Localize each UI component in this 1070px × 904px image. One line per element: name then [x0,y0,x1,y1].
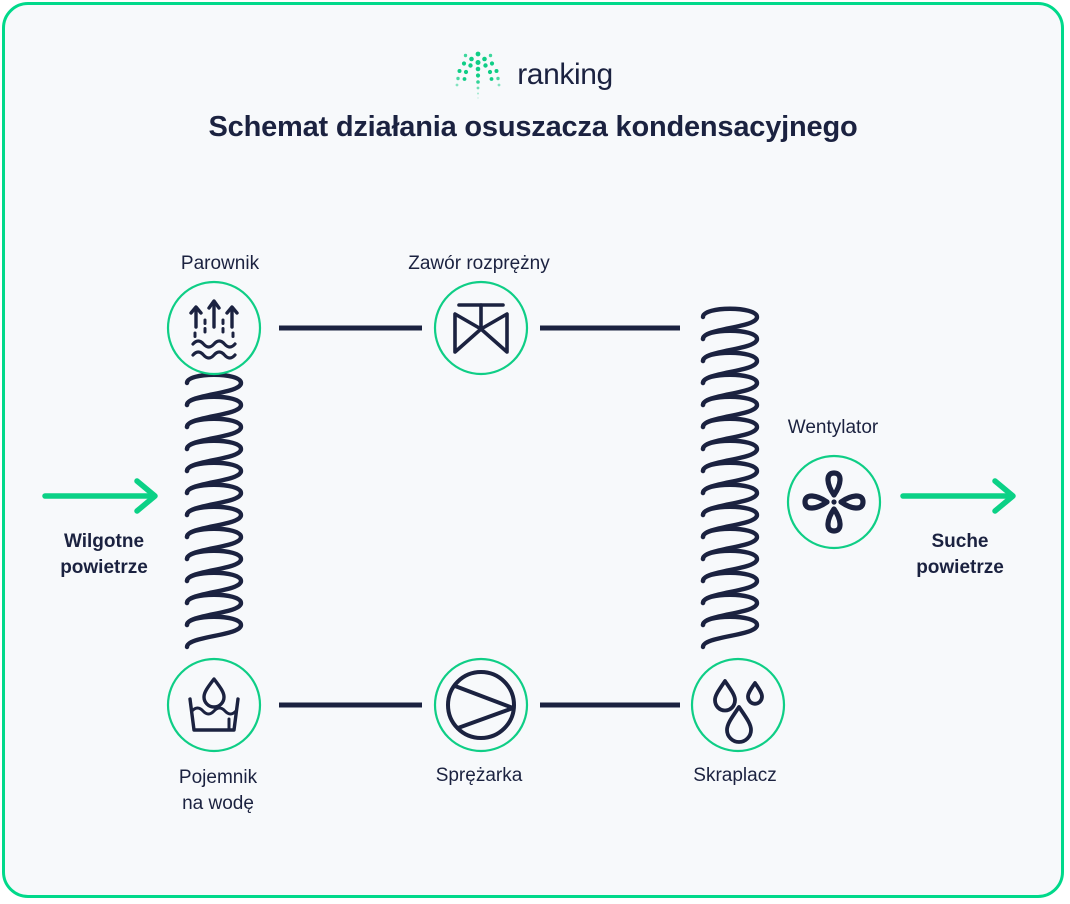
process-diagram: Parownik Zawór rozprężny Wentylator Poje… [5,5,1061,895]
label-inlet-flow: Wilgotne powietrze [60,531,148,578]
node-zawor-rozprezny[interactable] [433,280,529,376]
label-pojemnik: Pojemnik na wodę [178,767,258,814]
expansion-valve-icon [453,303,509,354]
page-title: Schemat działania osuszacza kondensacyjn… [208,111,858,143]
compressor-icon [446,670,516,740]
label-wentylator: Wentylator [787,417,879,438]
evaporator-icon [189,299,239,360]
label-skraplacz: Skraplacz [693,765,777,786]
inlet-arrow-icon [42,478,158,514]
label-zawor: Zawór rozprężny [408,253,550,274]
label-outlet-flow: Suche powietrze [916,531,1004,578]
label-parownik: Parownik [180,253,260,274]
node-parownik[interactable] [166,280,262,376]
label-sprezarka: Sprężarka [435,765,523,786]
node-ring [166,657,262,753]
fan-icon [802,470,866,534]
coil-left [187,375,241,647]
node-wentylator[interactable] [786,454,882,550]
node-pojemnik-na-wode[interactable] [166,657,262,753]
node-ring [690,657,786,753]
water-container-icon [188,677,240,732]
outlet-arrow-icon [900,478,1016,514]
ranking-dots-fan-icon [455,51,501,99]
node-skraplacz[interactable] [690,657,786,753]
brand-name: ranking [517,58,613,91]
node-sprezarka[interactable] [433,657,529,753]
brand-logo: ranking [5,45,1061,105]
condenser-droplets-icon [713,679,764,744]
coil-right [703,309,757,647]
